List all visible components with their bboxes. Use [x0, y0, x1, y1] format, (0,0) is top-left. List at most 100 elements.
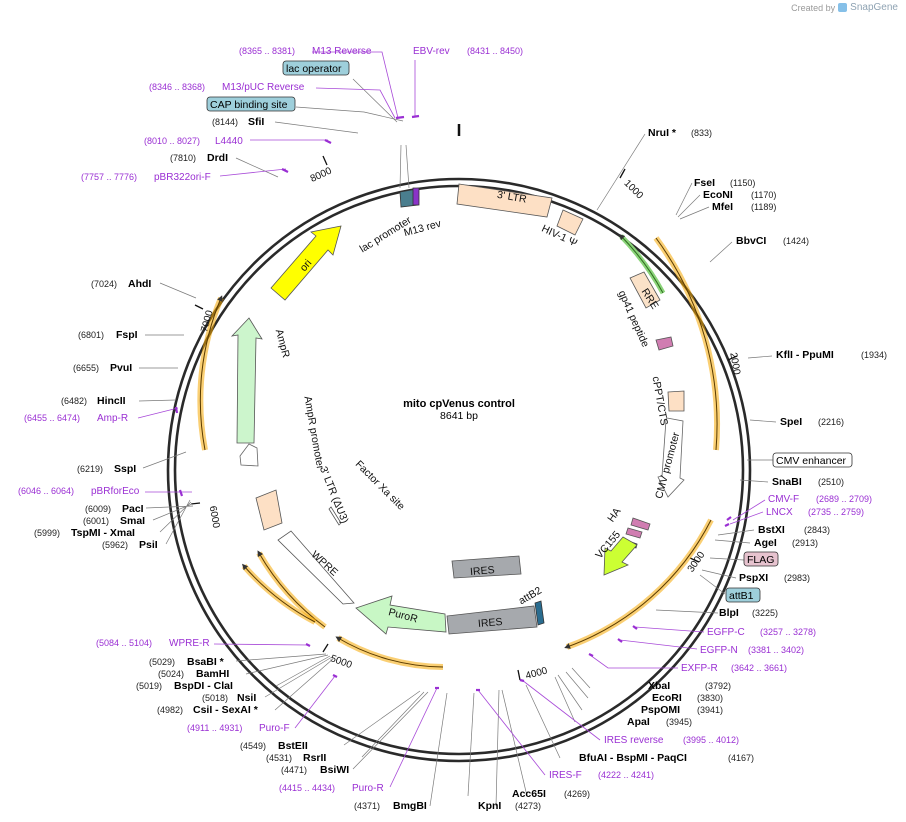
enzyme-position: (4982) — [157, 705, 183, 715]
attb1-box[interactable] — [725, 587, 761, 603]
enzyme-label: KpnI — [478, 800, 501, 812]
enzyme-position: (1150) — [730, 178, 755, 188]
enzyme-position: (5019) — [136, 681, 162, 691]
ltr-du3-feature[interactable] — [255, 489, 283, 531]
enzyme-label: BsaBI * — [187, 656, 225, 668]
ampr-promoter-feature[interactable] — [239, 443, 259, 467]
leader-line — [749, 419, 777, 423]
enzyme-position: (6219) — [77, 464, 103, 474]
enzyme-label: BsiWI — [320, 764, 349, 776]
tick-mark — [322, 643, 329, 653]
enzyme-position: (833) — [691, 128, 712, 138]
enzyme-label: BspDI - ClaI — [174, 680, 233, 692]
attb2-feature[interactable] — [534, 600, 545, 626]
enzyme-position: (2216) — [818, 417, 844, 427]
primer-leader — [521, 679, 601, 741]
cmv-promoter-feature[interactable] — [657, 417, 685, 498]
enzyme-position: (4167) — [728, 753, 754, 763]
enzyme-label: FspI — [116, 329, 138, 341]
vc155-feature[interactable] — [603, 536, 638, 576]
ori-feature[interactable] — [270, 225, 342, 301]
enzyme-label: SfiI — [248, 116, 264, 128]
primer-position: (2689 .. 2709) — [816, 494, 872, 504]
enzyme-label: TspMI - XmaI — [71, 527, 135, 539]
primer-label: IRES-F — [549, 770, 582, 781]
enzyme-label: ApaI — [627, 716, 650, 728]
puror-feature[interactable] — [355, 595, 447, 635]
enzyme-label: NsiI — [237, 692, 256, 704]
primer-label: Puro-R — [352, 783, 384, 794]
ltr-feature[interactable] — [456, 183, 553, 218]
feature-label-ha: HA — [605, 506, 623, 525]
enzyme-position: (5962) — [102, 540, 128, 550]
rre-feature[interactable] — [629, 271, 661, 309]
attb1-label: attB1 — [729, 590, 754, 602]
ha-feature-2[interactable] — [625, 527, 643, 539]
leader-line — [159, 282, 197, 299]
primer-label: EGFP-C — [707, 627, 745, 638]
plasmid-size: 8641 bp — [440, 410, 478, 422]
enzyme-label: BlpI — [719, 607, 739, 619]
feature-label-cppt: cPPT/CTS — [650, 375, 670, 426]
leader-line — [596, 133, 646, 211]
psi-feature[interactable] — [556, 209, 584, 236]
enzyme-labels: NruI * (833) FseI (1150) EcoNI (1170) Mf… — [34, 116, 887, 812]
cppt-feature[interactable] — [667, 390, 685, 412]
primer-label: pBR322ori-F — [154, 172, 211, 183]
primer-leader — [213, 643, 309, 646]
primer-leader — [589, 654, 678, 669]
ires-feature-outer[interactable] — [446, 605, 538, 635]
cmv-enhancer-box[interactable] — [772, 452, 853, 468]
m13-rev-feature[interactable] — [412, 187, 420, 206]
enzyme-position: (6801) — [78, 330, 104, 340]
ampr-feature[interactable] — [230, 317, 263, 444]
gp41-feature[interactable] — [655, 336, 674, 351]
ires-feature-inner[interactable] — [451, 555, 522, 579]
primer-leader — [294, 675, 336, 729]
tick-mark — [689, 557, 700, 563]
enzyme-label: SmaI — [120, 515, 145, 527]
leader-line — [747, 355, 773, 359]
feature-label-ires-inner: IRES — [470, 564, 495, 578]
factor-xa-feature[interactable] — [328, 506, 342, 526]
enzyme-label: KflI - PpuMI — [776, 349, 834, 361]
primer-position: (8346 .. 8368) — [149, 82, 205, 92]
enzyme-position: (4371) — [354, 801, 380, 811]
primer-position: (5084 .. 5104) — [96, 638, 152, 648]
enzyme-label: PvuI — [110, 362, 132, 374]
leader-line — [655, 609, 719, 614]
enzyme-label: PsiI — [139, 539, 158, 551]
primer-leader — [312, 51, 399, 119]
primer-markers — [174, 114, 732, 692]
enzyme-label: EcoNI — [703, 189, 733, 201]
enzyme-position: (2510) — [818, 477, 844, 487]
primer-leader — [732, 499, 766, 521]
wpre-feature[interactable] — [277, 530, 355, 605]
enzyme-label: BfuAI - BspMI - PaqCI — [579, 752, 687, 764]
enzyme-position: (6482) — [61, 396, 87, 406]
enzyme-label: SpeI — [780, 416, 802, 428]
lac-operator-box[interactable] — [282, 60, 350, 76]
flag-box[interactable] — [743, 551, 779, 567]
ha-feature[interactable] — [630, 517, 651, 531]
primer-position: (6046 .. 6064) — [18, 486, 74, 496]
primer-position: (4222 .. 4241) — [598, 770, 654, 780]
enzyme-label: HincII — [97, 395, 126, 407]
tick-mark — [727, 355, 738, 361]
primer-position: (6455 .. 6474) — [24, 413, 80, 423]
feature-label-factor-xa: Factor Xa site — [353, 458, 407, 512]
tick-mark — [517, 669, 521, 681]
leader-line — [495, 689, 528, 807]
orf-arc — [199, 295, 223, 451]
tick-label-6000: 6000 — [207, 505, 222, 529]
enzyme-label: XbaI — [648, 680, 670, 692]
enzyme-label: BamHI — [196, 668, 229, 680]
tick-mark — [194, 304, 204, 310]
cap-binding-site-box[interactable] — [206, 96, 296, 112]
leader-line — [295, 106, 404, 122]
enzyme-position: (1189) — [751, 202, 776, 212]
enzyme-label: Acc65I — [512, 788, 546, 800]
primer-label: EGFP-N — [700, 645, 738, 656]
tick-mark — [190, 502, 201, 505]
